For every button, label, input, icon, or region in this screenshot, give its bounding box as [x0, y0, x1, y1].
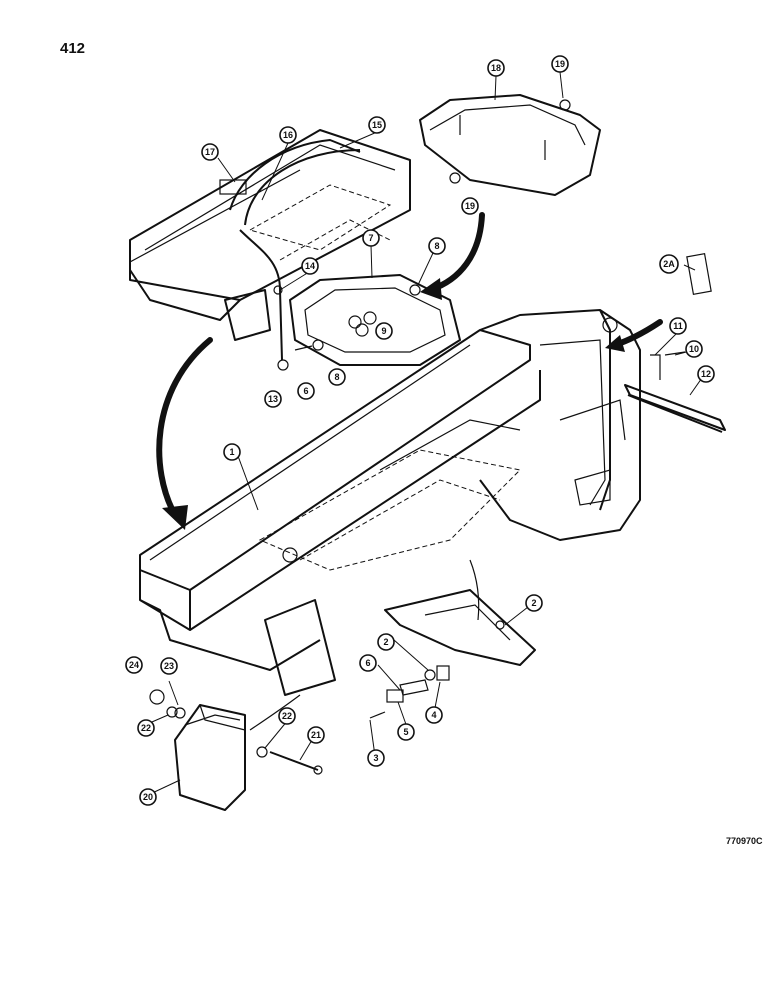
upper-frame-assembly [129, 129, 411, 341]
callout-16: 16 [279, 126, 297, 144]
callout-1: 1 [223, 443, 241, 461]
callout-22-left-label: 22 [141, 723, 151, 733]
callout-5: 5 [397, 723, 415, 741]
callout-15: 15 [368, 116, 386, 134]
callout-8-lower: 8 [328, 368, 346, 386]
callout-9-label: 9 [381, 326, 386, 336]
callout-2-right: 2 [525, 594, 543, 612]
callout-19-bottom-label: 19 [465, 201, 475, 211]
callout-18: 18 [487, 59, 505, 77]
callout-19-top-label: 19 [555, 59, 565, 69]
callout-8-upper: 8 [428, 237, 446, 255]
callout-8-lower-label: 8 [334, 372, 339, 382]
callout-11: 11 [669, 317, 687, 335]
callout-3: 3 [367, 749, 385, 767]
callout-6-upper-label: 6 [303, 386, 308, 396]
callout-2A: 2A [659, 254, 679, 274]
callout-19-bottom: 19 [461, 197, 479, 215]
small-hardware-upper [273, 285, 324, 371]
callout-2-left-label: 2 [383, 637, 388, 647]
callout-15-label: 15 [372, 120, 382, 130]
figure-code: 770970C [726, 836, 763, 846]
callout-6-lower: 6 [359, 654, 377, 672]
callout-10-label: 10 [689, 344, 699, 354]
callout-11-label: 11 [673, 321, 683, 331]
callout-20-label: 20 [143, 792, 153, 802]
callout-5-label: 5 [403, 727, 408, 737]
callout-19-top: 19 [551, 55, 569, 73]
callout-13: 13 [264, 390, 282, 408]
callout-13-label: 13 [268, 394, 278, 404]
callout-18-label: 18 [491, 63, 501, 73]
callout-8-upper-label: 8 [434, 241, 439, 251]
page-number: 412 [60, 40, 86, 57]
callout-22-right-label: 22 [282, 711, 292, 721]
callout-6-lower-label: 6 [365, 658, 370, 668]
callout-6-upper: 6 [297, 382, 315, 400]
callout-17: 17 [201, 143, 219, 161]
weight-box-20 [149, 689, 323, 811]
callout-9: 9 [375, 322, 393, 340]
callout-22-left: 22 [137, 719, 155, 737]
callout-20: 20 [139, 788, 157, 806]
callout-17-label: 17 [205, 147, 215, 157]
callout-16-label: 16 [283, 130, 293, 140]
callout-21: 21 [307, 726, 325, 744]
callout-21-label: 21 [311, 730, 321, 740]
callout-2A-label: 2A [663, 259, 675, 269]
callout-23-label: 23 [164, 661, 174, 671]
callout-7-label: 7 [368, 233, 373, 243]
callout-2-right-label: 2 [531, 598, 536, 608]
callout-12: 12 [697, 365, 715, 383]
callout-4: 4 [425, 706, 443, 724]
callout-23: 23 [160, 657, 178, 675]
callout-22-right: 22 [278, 707, 296, 725]
assembly-arrows [156, 212, 663, 731]
counterweight-18 [419, 94, 601, 196]
callout-24: 24 [125, 656, 143, 674]
callout-10: 10 [685, 340, 703, 358]
drawbar-12 [624, 253, 726, 433]
callout-4-label: 4 [431, 710, 436, 720]
callout-12-label: 12 [701, 369, 711, 379]
callout-24-label: 24 [129, 660, 139, 670]
callout-1-label: 1 [229, 447, 234, 457]
callout-14: 14 [301, 257, 319, 275]
callout-14-label: 14 [305, 261, 315, 271]
hydraulic-hoses [219, 139, 361, 361]
bracket-assembly [369, 589, 536, 719]
callout-7: 7 [362, 229, 380, 247]
callout-2-left: 2 [377, 633, 395, 651]
callout-3-label: 3 [373, 753, 378, 763]
main-frame-1 [139, 309, 641, 696]
